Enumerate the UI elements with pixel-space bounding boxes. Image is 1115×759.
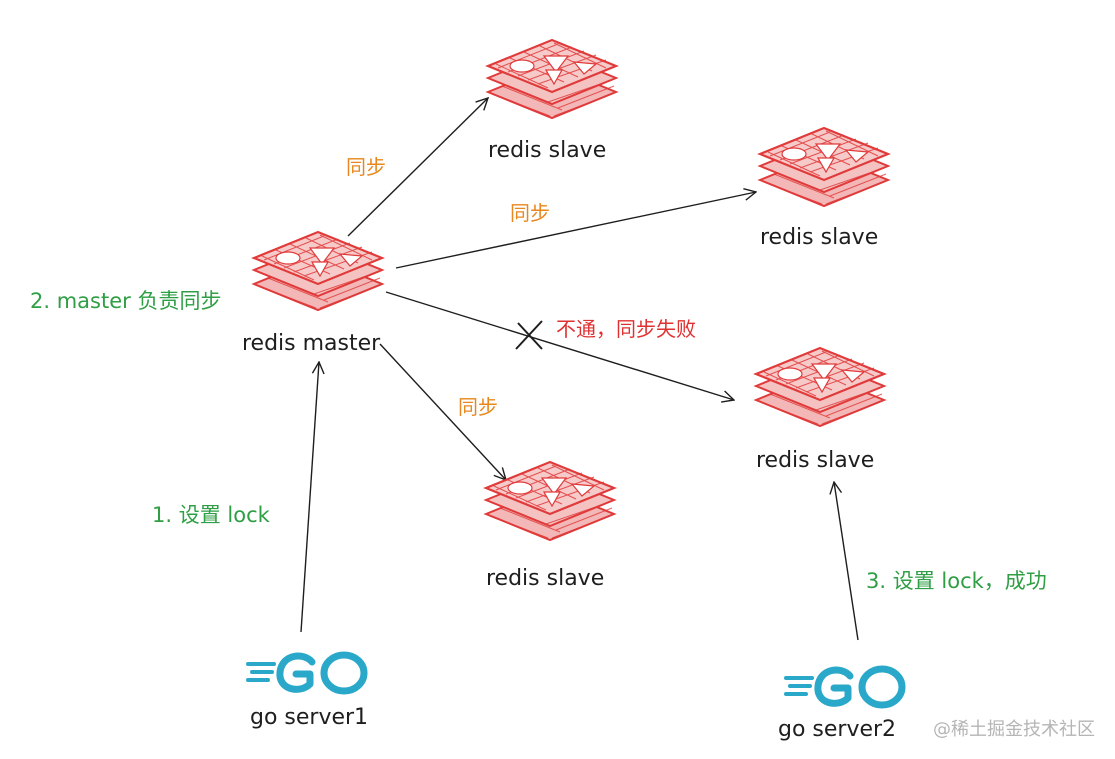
edge-master-slave-top xyxy=(347,98,488,237)
redis-slave-fail-icon xyxy=(754,346,886,428)
redis-slave-bottom-label: redis slave xyxy=(486,566,604,591)
sync-fail-label: 不通，同步失败 xyxy=(556,317,696,341)
redis-slave-right-label: redis slave xyxy=(760,225,878,250)
go-server2-logo-icon xyxy=(786,669,902,705)
edge-server2-slave xyxy=(834,482,859,641)
edge-server1-master xyxy=(300,362,319,633)
edge-master-slave-fail xyxy=(385,291,734,400)
step3-label: 3. 设置 lock，成功 xyxy=(866,569,1047,593)
redis-slave-fail-label: redis slave xyxy=(756,448,874,473)
sync-label-top: 同步 xyxy=(346,155,386,179)
edge-master-slave-bottom xyxy=(379,343,506,480)
redis-slave-top-icon xyxy=(486,38,618,120)
sync-label-bottom: 同步 xyxy=(458,395,498,419)
edge-master-slave-right xyxy=(395,192,756,269)
redis-slave-right-icon xyxy=(758,126,890,208)
go-server1-logo-icon xyxy=(248,655,364,691)
redis-slave-bottom-icon xyxy=(484,460,616,542)
go-server1-label: go server1 xyxy=(250,705,368,730)
watermark: @稀土掘金技术社区 xyxy=(933,719,1095,740)
redis-slave-top-label: redis slave xyxy=(488,138,606,163)
redis-master-label: redis master xyxy=(242,331,381,356)
sync-label-right: 同步 xyxy=(510,201,550,225)
step1-label: 1. 设置 lock xyxy=(152,503,271,527)
fail-cross-icon xyxy=(515,320,543,350)
redis-master-icon xyxy=(252,230,384,312)
go-server2-label: go server2 xyxy=(778,717,896,742)
step2-label: 2. master 负责同步 xyxy=(30,289,221,313)
